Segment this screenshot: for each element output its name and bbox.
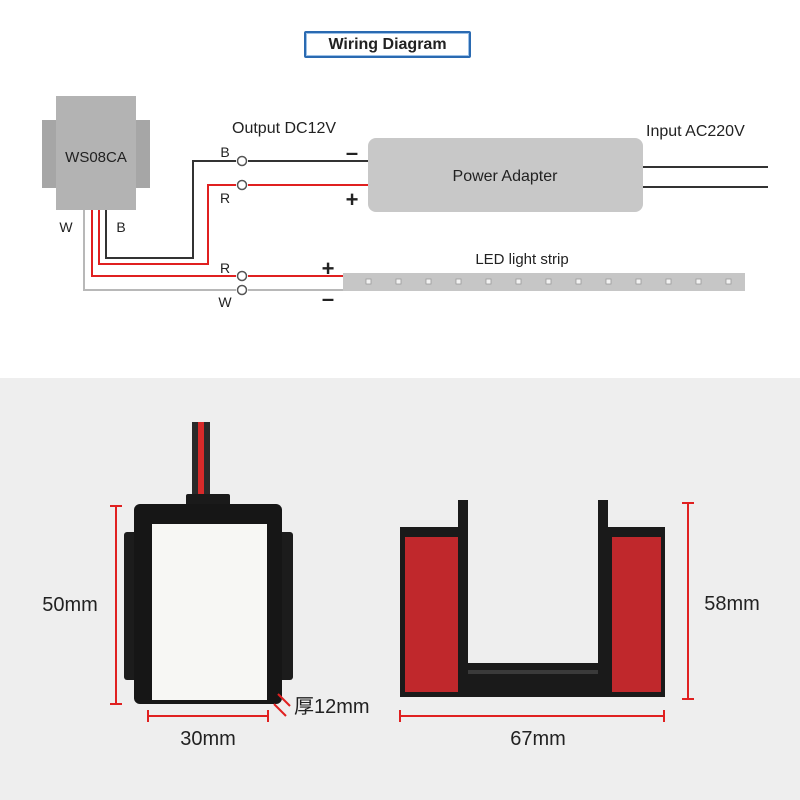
led-dot xyxy=(665,278,672,285)
thickness-label: 厚12mm xyxy=(294,696,370,718)
led-dot xyxy=(725,278,732,285)
led-dot xyxy=(635,278,642,285)
adapter-minus-sign: – xyxy=(346,140,358,165)
module-label: WS08CA xyxy=(65,149,127,166)
terminals xyxy=(236,155,248,296)
terminal-r-bottom xyxy=(236,270,248,282)
bracket-product xyxy=(400,500,665,697)
white-wire-module xyxy=(83,210,236,291)
power-adapter: Power Adapter xyxy=(368,138,643,212)
strip-plus-sign: + xyxy=(322,256,335,281)
red-wire-module-top xyxy=(98,184,236,265)
led-dot xyxy=(605,278,612,285)
terminal-r-top xyxy=(236,179,248,191)
terminal-label-b: B xyxy=(220,144,229,160)
led-dot xyxy=(575,278,582,285)
output-label: Output DC12V xyxy=(232,120,336,137)
dimension-lines xyxy=(110,502,694,722)
led-dot xyxy=(695,278,702,285)
led-dot xyxy=(365,278,372,285)
led-dot xyxy=(395,278,402,285)
black-wire-module xyxy=(105,160,236,259)
module-pin-w: W xyxy=(59,219,73,235)
terminal-label-r-top: R xyxy=(220,190,230,206)
led-dot xyxy=(455,278,462,285)
terminal-b xyxy=(236,155,248,167)
terminal-label-w: W xyxy=(218,294,232,310)
wires xyxy=(83,160,768,291)
led-dots xyxy=(365,278,732,285)
module-pin-b: B xyxy=(116,219,125,235)
strip-minus-sign: – xyxy=(322,286,334,311)
adapter-label: Power Adapter xyxy=(453,168,559,185)
led-dot xyxy=(515,278,522,285)
strip-label: LED light strip xyxy=(475,251,568,268)
led-strip xyxy=(343,273,745,291)
width-right-label: 67mm xyxy=(510,728,566,750)
sensor-product xyxy=(124,422,293,704)
terminal-w xyxy=(236,284,248,296)
width-left-label: 30mm xyxy=(180,728,236,750)
height-left-label: 50mm xyxy=(42,594,98,616)
red-wire-module-bottom xyxy=(91,210,236,277)
led-dot xyxy=(485,278,492,285)
led-dot xyxy=(545,278,552,285)
terminal-label-r-bottom: R xyxy=(220,260,230,276)
adapter-plus-sign: + xyxy=(346,187,359,212)
input-label: Input AC220V xyxy=(646,123,745,140)
ws08ca-module: WS08CA xyxy=(42,96,150,210)
height-right-label: 58mm xyxy=(704,593,760,615)
led-dot xyxy=(425,278,432,285)
diagram-title: Wiring Diagram xyxy=(304,31,471,58)
